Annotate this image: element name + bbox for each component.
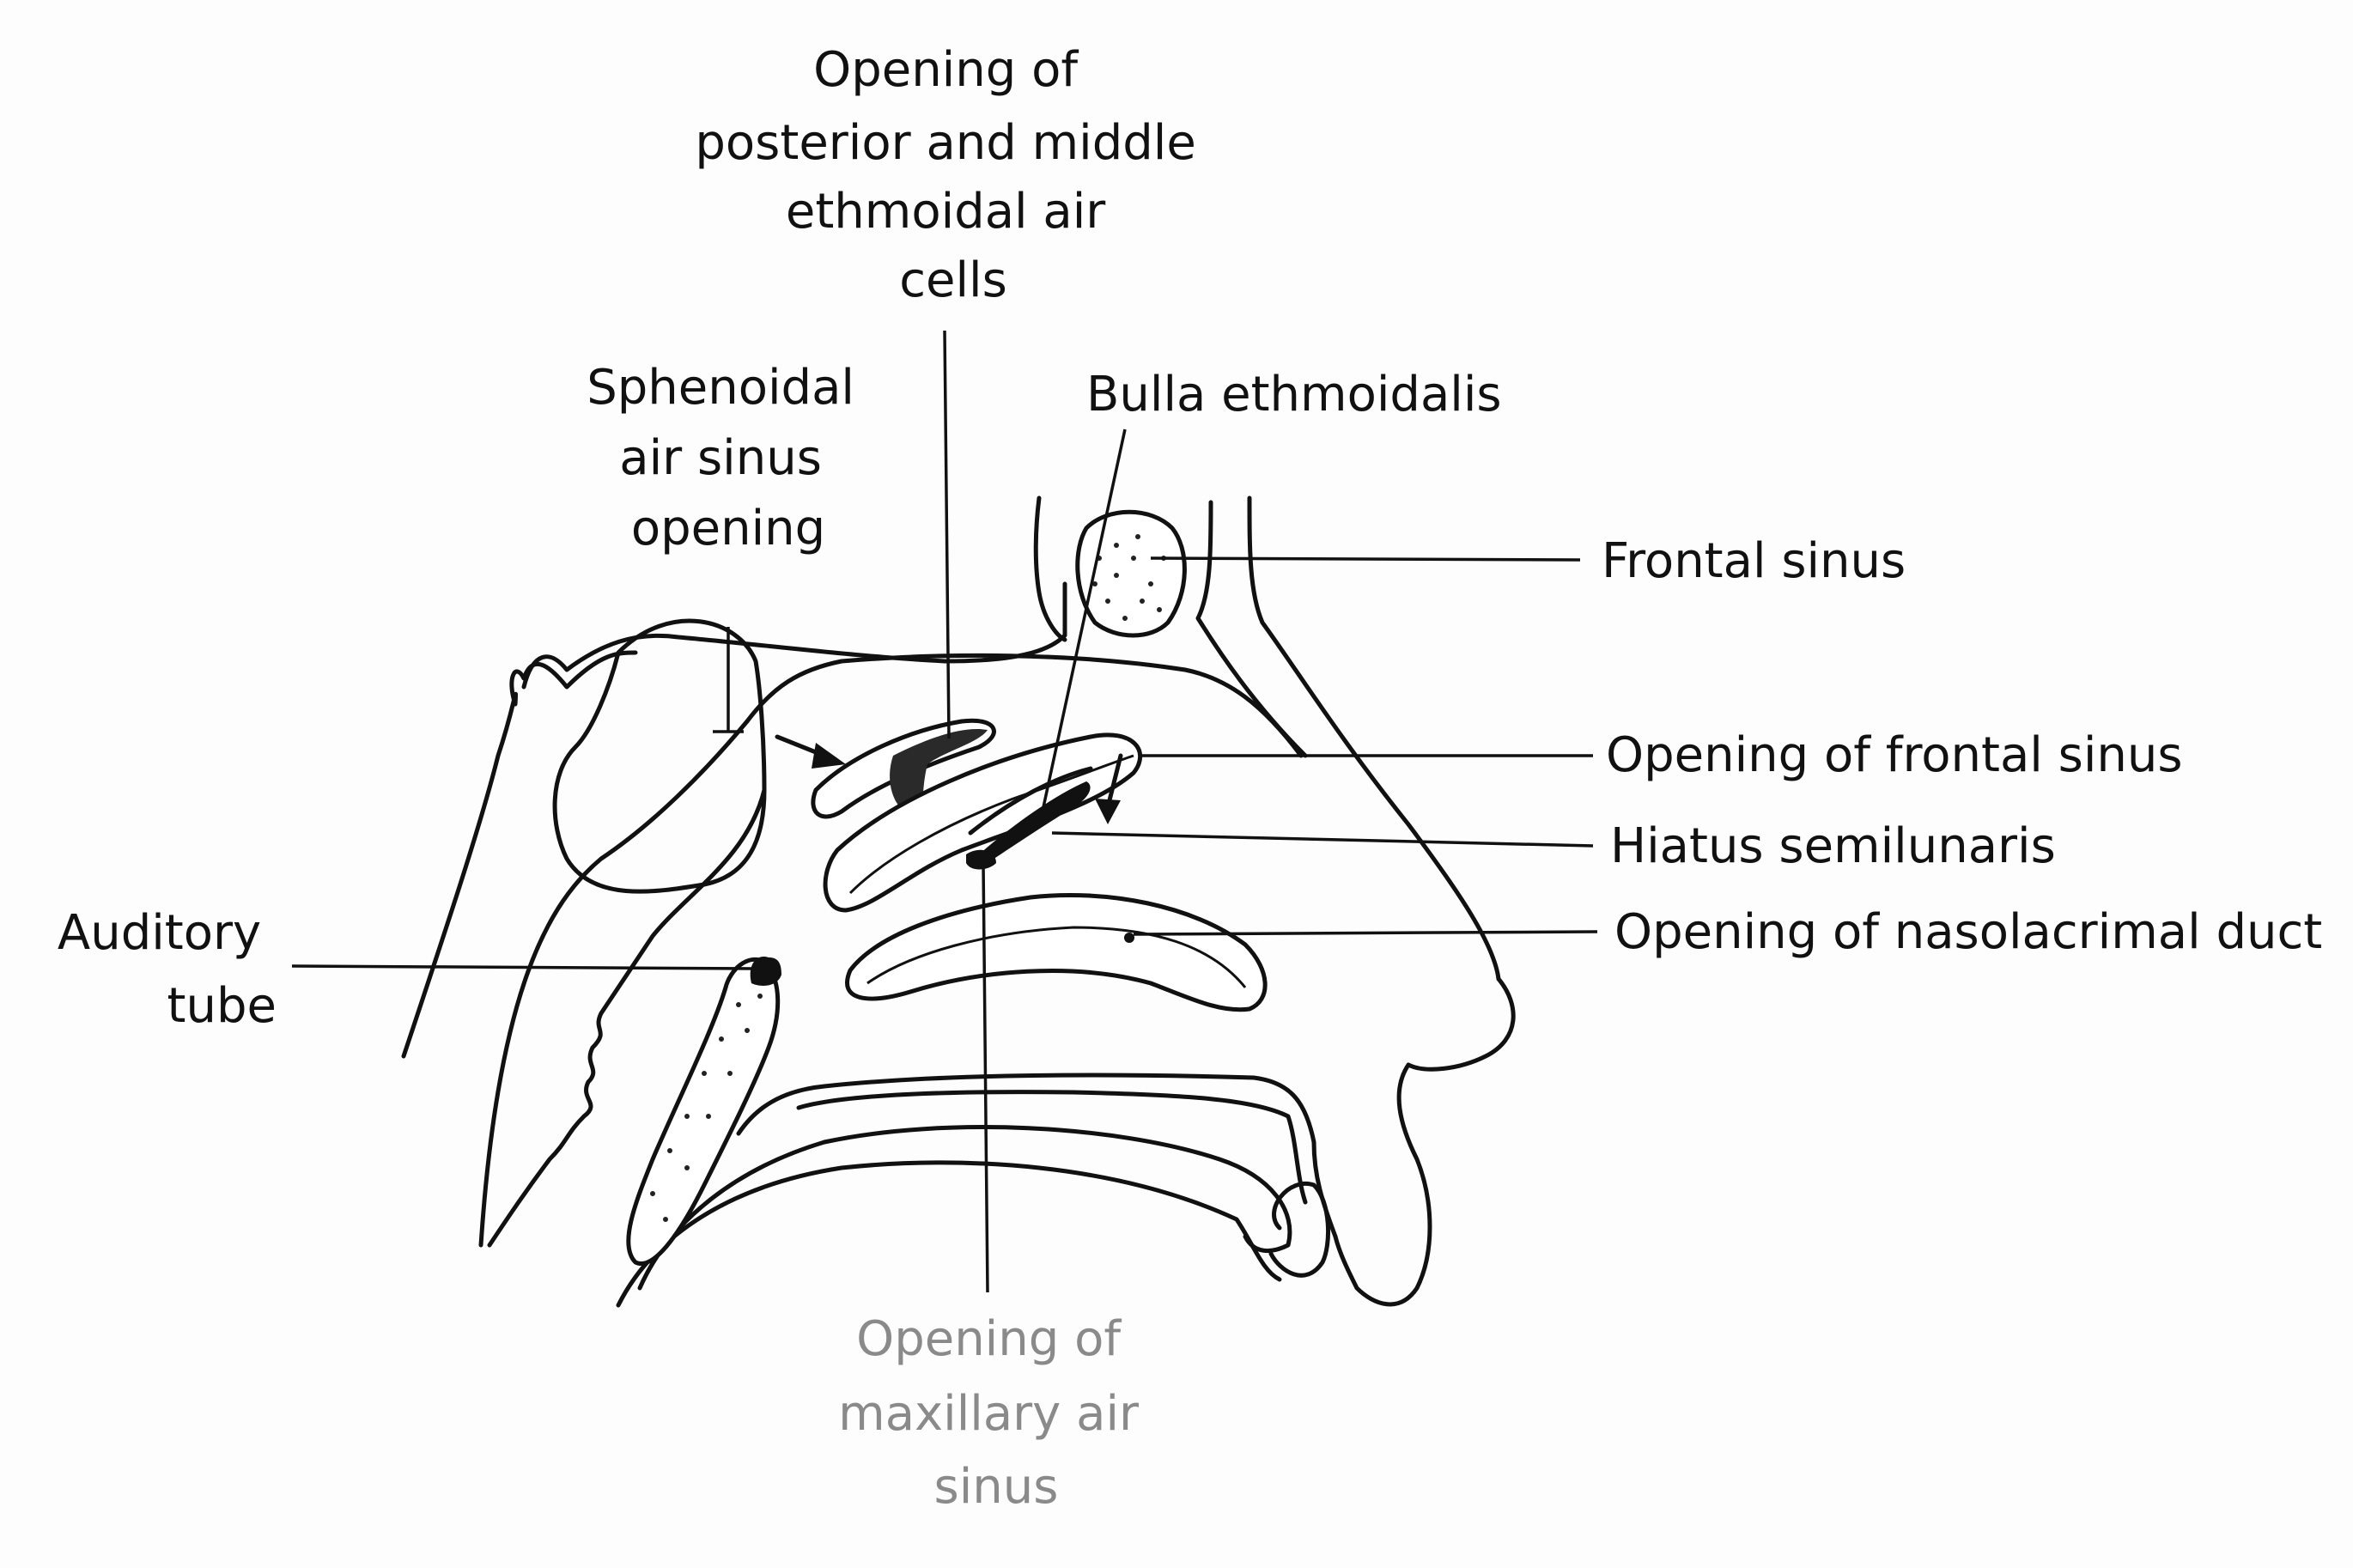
upper-lip [1268, 1181, 1330, 1278]
superior-meatus-opening [890, 729, 988, 817]
leader-auditory [291, 964, 757, 970]
label-hiatus: Hiatus semilunaris [1610, 818, 2056, 874]
frontal-bone-right [1247, 495, 1501, 982]
palate-upper [796, 1090, 1308, 1205]
leader-bulla [1042, 428, 1127, 808]
leader-lines [291, 330, 1598, 1293]
nose-profile [1333, 976, 1516, 1307]
hiatus-semilunaris-dark [974, 781, 1091, 865]
label-nasolacrimal: Opening of nasolacrimal duct [1614, 904, 2322, 960]
leader-posterior-middle-ethmoidal [943, 330, 951, 739]
bulla-ethmoidalis [968, 766, 1093, 836]
inner-roof-line [745, 653, 1304, 758]
nasal-cavity-roof [521, 581, 1067, 690]
label-auditory: Auditory tube [58, 905, 277, 1034]
label-sphenoidal: Sphenoidal air sinus opening [587, 360, 870, 556]
leader-maxillary [982, 862, 989, 1293]
inferior-concha-inner [866, 926, 1247, 988]
pharyngeal-wall-outer [478, 719, 750, 1248]
labels: Opening of posterior and middle ethmoida… [58, 42, 2322, 1515]
palate-oral [616, 1160, 1282, 1308]
maxillary-opening-dark [966, 849, 996, 870]
auditory-tube-stipple [650, 994, 763, 1222]
label-posterior-middle-ethmoidal: Opening of posterior and middle ethmoida… [695, 42, 1211, 308]
label-bulla: Bulla ethmoidalis [1086, 367, 1502, 422]
leader-hiatus [1051, 831, 1594, 848]
frontal-bone-left [1033, 495, 1067, 642]
label-opening-frontal: Opening of frontal sinus [1606, 727, 2183, 783]
palate-lower [637, 1125, 1292, 1291]
leader-frontal-sinus [1150, 556, 1581, 562]
frontal-sinus [1075, 509, 1187, 638]
leader-nasolacrimal [1133, 930, 1598, 936]
pharyngeal-wall-wavy [487, 787, 767, 1248]
frontal-opening-arrowhead [1095, 799, 1121, 824]
label-frontal-sinus: Frontal sinus [1602, 533, 1906, 589]
inferior-concha [845, 892, 1268, 1012]
posterior-outline [401, 650, 638, 1059]
nasolacrimal-opening-dot [1124, 933, 1134, 943]
label-maxillary: Opening of maxillary air sinus [838, 1311, 1154, 1515]
nasal-floor [736, 1073, 1338, 1239]
auditory-tube-dark [750, 957, 781, 986]
sphenoidal-arrowhead [812, 743, 846, 769]
frontal-bone-mid [1195, 500, 1308, 758]
middle-concha-inner [848, 754, 1134, 895]
auditory-tube-opening [626, 957, 781, 1266]
anatomy-outline [401, 495, 1516, 1308]
